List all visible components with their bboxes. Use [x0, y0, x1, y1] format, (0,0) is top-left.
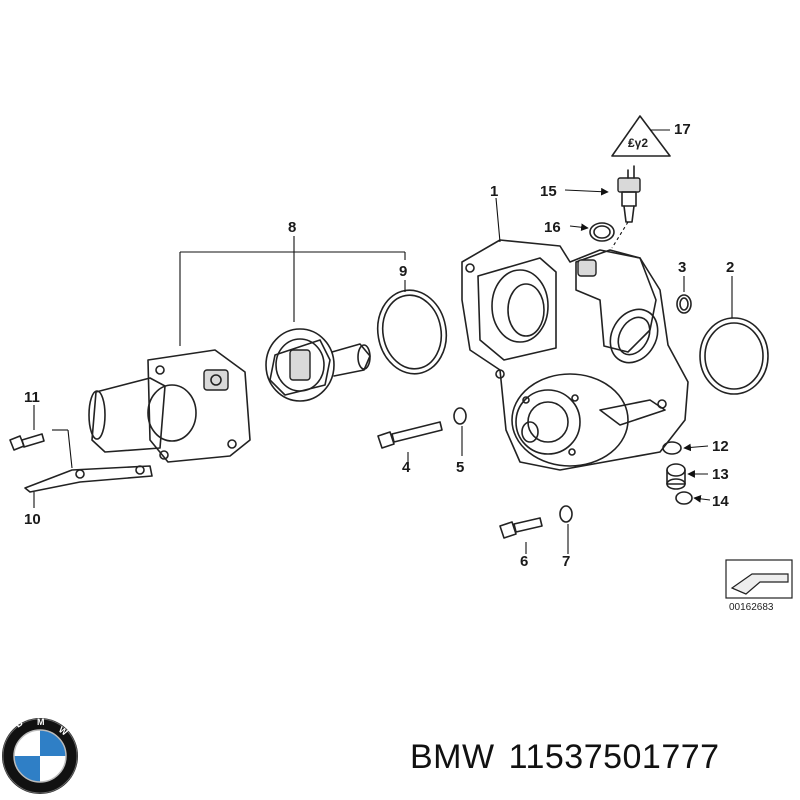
callout-12: 12 — [712, 438, 729, 455]
water-pump-housing — [461, 239, 689, 471]
leader-lines — [33, 129, 733, 554]
callout-labels: 1 2 3 4 5 6 7 8 9 10 11 12 13 14 15 16 1… — [24, 121, 734, 570]
callout-8: 8 — [288, 219, 296, 236]
callout-7: 7 — [562, 553, 570, 570]
svg-text:₤γ2: ₤γ2 — [628, 136, 648, 150]
callout-14: 14 — [712, 493, 729, 510]
seal-part-12 — [662, 441, 682, 455]
callout-10: 10 — [24, 511, 41, 528]
gasket-ring-2 — [699, 317, 769, 395]
plug-part-13 — [666, 463, 686, 490]
part-number: 11537501777 — [508, 738, 720, 776]
svg-text:B: B — [13, 717, 24, 729]
thermostat-part — [265, 328, 371, 402]
callout-16: 16 — [544, 219, 561, 236]
gasket-ring-9-inner — [381, 294, 443, 370]
seal-ring-16 — [589, 222, 615, 242]
callout-5: 5 — [456, 459, 464, 476]
seal-ring-3-inner — [679, 297, 689, 311]
seal-ring-3 — [676, 294, 692, 314]
callout-4: 4 — [402, 459, 411, 476]
callout-15: 15 — [540, 183, 557, 200]
washer-part-7 — [559, 505, 573, 523]
svg-text:M: M — [37, 717, 45, 727]
bolt-part-11 — [9, 433, 45, 451]
washer-part-5 — [453, 407, 467, 425]
gasket-ring-2-inner — [704, 322, 764, 390]
callout-11: 11 — [24, 389, 40, 406]
callout-3: 3 — [678, 259, 686, 276]
bolt-part-6 — [499, 517, 543, 539]
thermostat-housing-cover — [88, 349, 251, 463]
callout-1: 1 — [490, 183, 498, 200]
bolt-part-4 — [377, 421, 443, 449]
part-caption: BMW 11537501777 — [410, 738, 734, 777]
callout-6: 6 — [520, 553, 528, 570]
seal-ring-16-inner — [593, 225, 611, 239]
callout-2: 2 — [726, 259, 734, 276]
bracket-part — [24, 465, 153, 493]
warning-label-part: ₤γ2 — [611, 115, 671, 157]
drawing-code: 00162683 — [729, 602, 774, 613]
callout-17: 17 — [674, 121, 691, 138]
reference-box: 00162683 — [725, 559, 793, 613]
callout-9: 9 — [399, 263, 407, 280]
brand-name: BMW — [410, 738, 495, 776]
callout-13: 13 — [712, 466, 729, 483]
temperature-sensor-part — [617, 165, 641, 223]
bmw-logo: B M W — [2, 717, 78, 794]
seal-part-14 — [675, 491, 693, 505]
